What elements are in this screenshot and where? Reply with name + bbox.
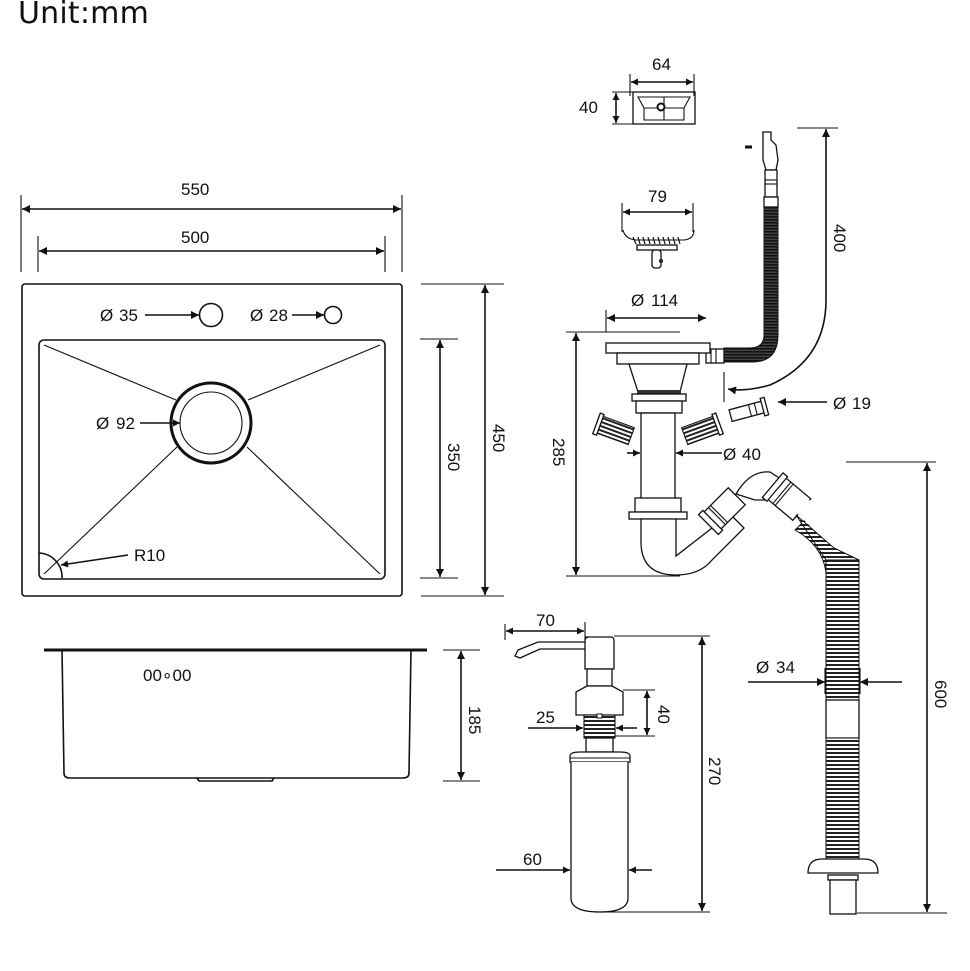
bowl-fold-line bbox=[246, 446, 381, 575]
bowl-depth-dimension: 350 bbox=[420, 338, 463, 579]
bowl-fold-line bbox=[43, 446, 178, 575]
bowl-depth-label: 350 bbox=[444, 443, 463, 471]
diameter-symbol: Ø bbox=[756, 658, 769, 677]
diameter-symbol: Ø bbox=[250, 306, 263, 325]
hose-length-dimension: 600 bbox=[846, 461, 950, 914]
drain-assembly: Ø 114 285 Ø 40 Ø 19 bbox=[549, 291, 871, 577]
cover-width-dimension: 64 bbox=[629, 55, 695, 96]
overflow-slot-marking: 00∘00 bbox=[143, 666, 191, 685]
overall-depth-label: 450 bbox=[489, 424, 508, 452]
strainer-width-dimension: 79 bbox=[621, 187, 694, 232]
sink-body bbox=[61, 649, 412, 779]
dispenser-height-dimension: 270 bbox=[600, 635, 724, 913]
drain-hole-label: 92 bbox=[116, 414, 135, 433]
diameter-symbol: Ø bbox=[100, 306, 113, 325]
overflow-hose-length-dimension: 400 bbox=[723, 127, 849, 402]
cover-height-label: 40 bbox=[579, 98, 598, 117]
overflow-cover: 64 40 bbox=[579, 55, 696, 125]
dispenser-hole bbox=[323, 305, 343, 325]
sink-top-view: 550 500 Ø 35 Ø 28 bbox=[20, 180, 508, 597]
bottle-diameter-label: 60 bbox=[523, 850, 542, 869]
hose-diameter-label: 34 bbox=[776, 658, 795, 677]
strainer-width-label: 79 bbox=[648, 187, 667, 206]
corner-radius-label: R10 bbox=[134, 546, 165, 565]
bottle-diameter-dimension: 60 bbox=[496, 850, 652, 874]
dispenser-height-label: 270 bbox=[705, 757, 724, 785]
drain-hole bbox=[169, 381, 253, 465]
cover-height-dimension: 40 bbox=[579, 91, 634, 125]
dispenser-hole-label: 28 bbox=[269, 306, 288, 325]
spout-reach-dimension: 70 bbox=[504, 611, 586, 640]
corner-radius-callout: R10 bbox=[38, 546, 165, 579]
bowl-height-dimension: 185 bbox=[443, 649, 484, 782]
inlet-diameter-label: 19 bbox=[852, 394, 871, 413]
overall-width-label: 550 bbox=[181, 180, 209, 199]
diameter-symbol: Ø bbox=[833, 394, 846, 413]
overall-width-dimension: 550 bbox=[20, 180, 403, 272]
cover-width-label: 64 bbox=[652, 55, 671, 74]
unit-label: Unit:mm bbox=[18, 0, 150, 31]
pipe-diameter-label: 40 bbox=[742, 445, 761, 464]
hose-diameter-dimension: Ø 34 bbox=[748, 658, 902, 694]
basket-strainer: 79 bbox=[621, 187, 695, 269]
dispenser-hole-callout: Ø 28 bbox=[250, 306, 324, 325]
faucet-hole-callout: Ø 35 bbox=[100, 306, 199, 325]
inlet-connector bbox=[728, 396, 770, 423]
drain-hose: Ø 34 600 bbox=[748, 461, 950, 915]
sink-side-view: 00∘00 185 bbox=[44, 648, 484, 782]
soap-dispenser: 70 25 40 270 60 bbox=[496, 611, 724, 913]
drain-height-dimension: 285 bbox=[549, 331, 680, 577]
diameter-symbol: Ø bbox=[631, 291, 644, 310]
bowl-fold-line bbox=[43, 344, 177, 401]
faucet-hole-label: 35 bbox=[119, 306, 138, 325]
overflow-hose-length-label: 400 bbox=[830, 224, 849, 252]
thread-length-dimension: 40 bbox=[615, 689, 673, 737]
diameter-symbol: Ø bbox=[96, 414, 109, 433]
bowl-width-dimension: 500 bbox=[37, 228, 386, 272]
sink-outer-rim bbox=[21, 283, 403, 597]
hose-length-label: 600 bbox=[931, 680, 950, 708]
bowl-fold-line bbox=[247, 344, 381, 401]
faucet-hole bbox=[198, 302, 224, 328]
thread-diameter-label: 25 bbox=[536, 708, 555, 727]
sink-bowl-outline bbox=[38, 339, 386, 580]
drain-height-label: 285 bbox=[549, 438, 568, 466]
diameter-symbol: Ø bbox=[723, 445, 736, 464]
sink-drain-outlet bbox=[196, 777, 275, 782]
inlet-diameter-dimension: Ø 19 bbox=[778, 394, 871, 413]
spout-reach-label: 70 bbox=[536, 611, 555, 630]
flange-diameter-label: 114 bbox=[651, 291, 678, 310]
overflow-hose: 400 bbox=[705, 127, 849, 402]
overall-depth-dimension: 450 bbox=[421, 283, 508, 597]
flange-diameter-dimension: Ø 114 bbox=[605, 291, 706, 332]
bowl-width-label: 500 bbox=[181, 228, 209, 247]
thread-length-label: 40 bbox=[654, 705, 673, 724]
pipe-diameter-dimension: Ø 40 bbox=[627, 445, 761, 464]
drain-hole-callout: Ø 92 bbox=[96, 414, 180, 433]
bowl-height-label: 185 bbox=[465, 706, 484, 734]
thread-diameter-dimension: 25 bbox=[528, 708, 637, 732]
